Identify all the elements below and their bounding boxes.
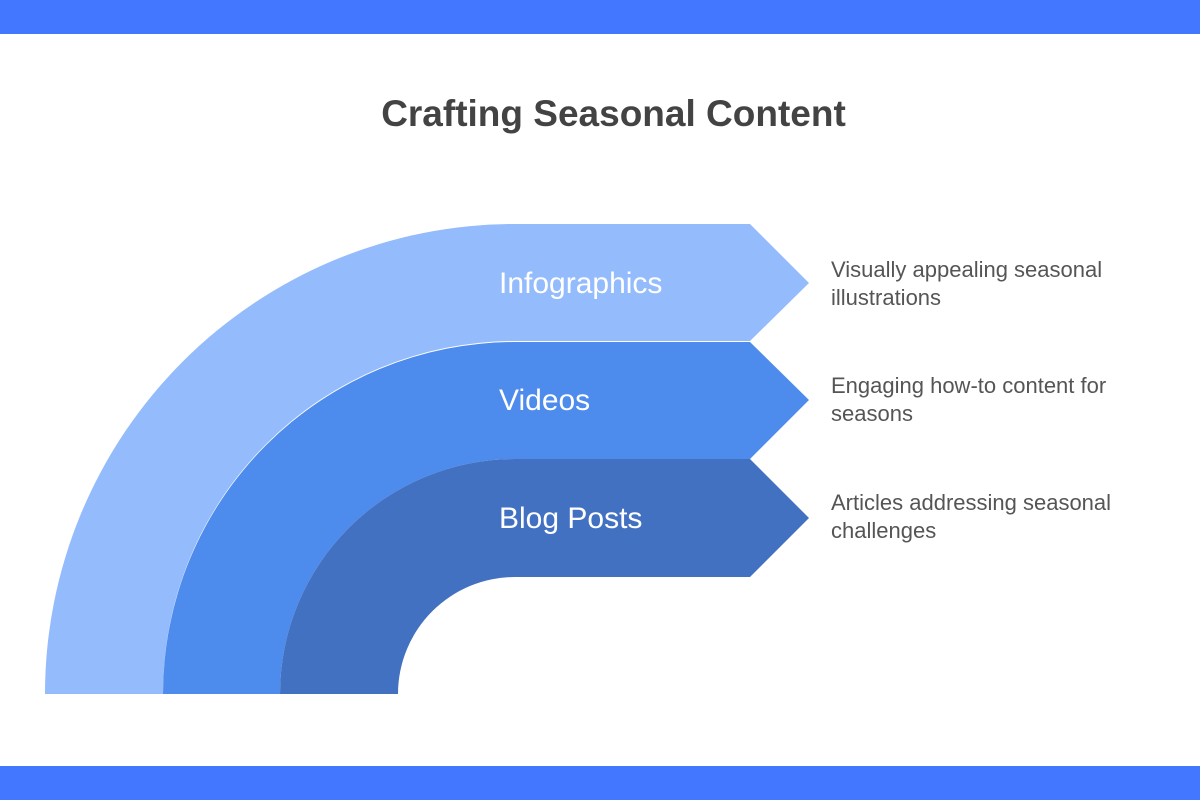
band-label-infographics: Infographics bbox=[499, 267, 663, 300]
description-infographics: Visually appealing seasonal illustration… bbox=[831, 257, 1103, 310]
band-shape-videos bbox=[163, 342, 809, 694]
band-label-blog-posts: Blog Posts bbox=[499, 502, 643, 535]
band-label-videos: Videos bbox=[499, 384, 591, 417]
diagram-title: Crafting Seasonal Content bbox=[381, 93, 846, 134]
bottom-frame-bar bbox=[0, 766, 1200, 800]
description-blog-posts: Articles addressing seasonal challenges bbox=[831, 490, 1112, 543]
band-shape-infographics bbox=[45, 224, 809, 694]
description-videos: Engaging how-to content for seasons bbox=[831, 373, 1107, 426]
band-shape-blog-posts bbox=[280, 459, 809, 694]
top-frame-bar bbox=[0, 0, 1200, 34]
